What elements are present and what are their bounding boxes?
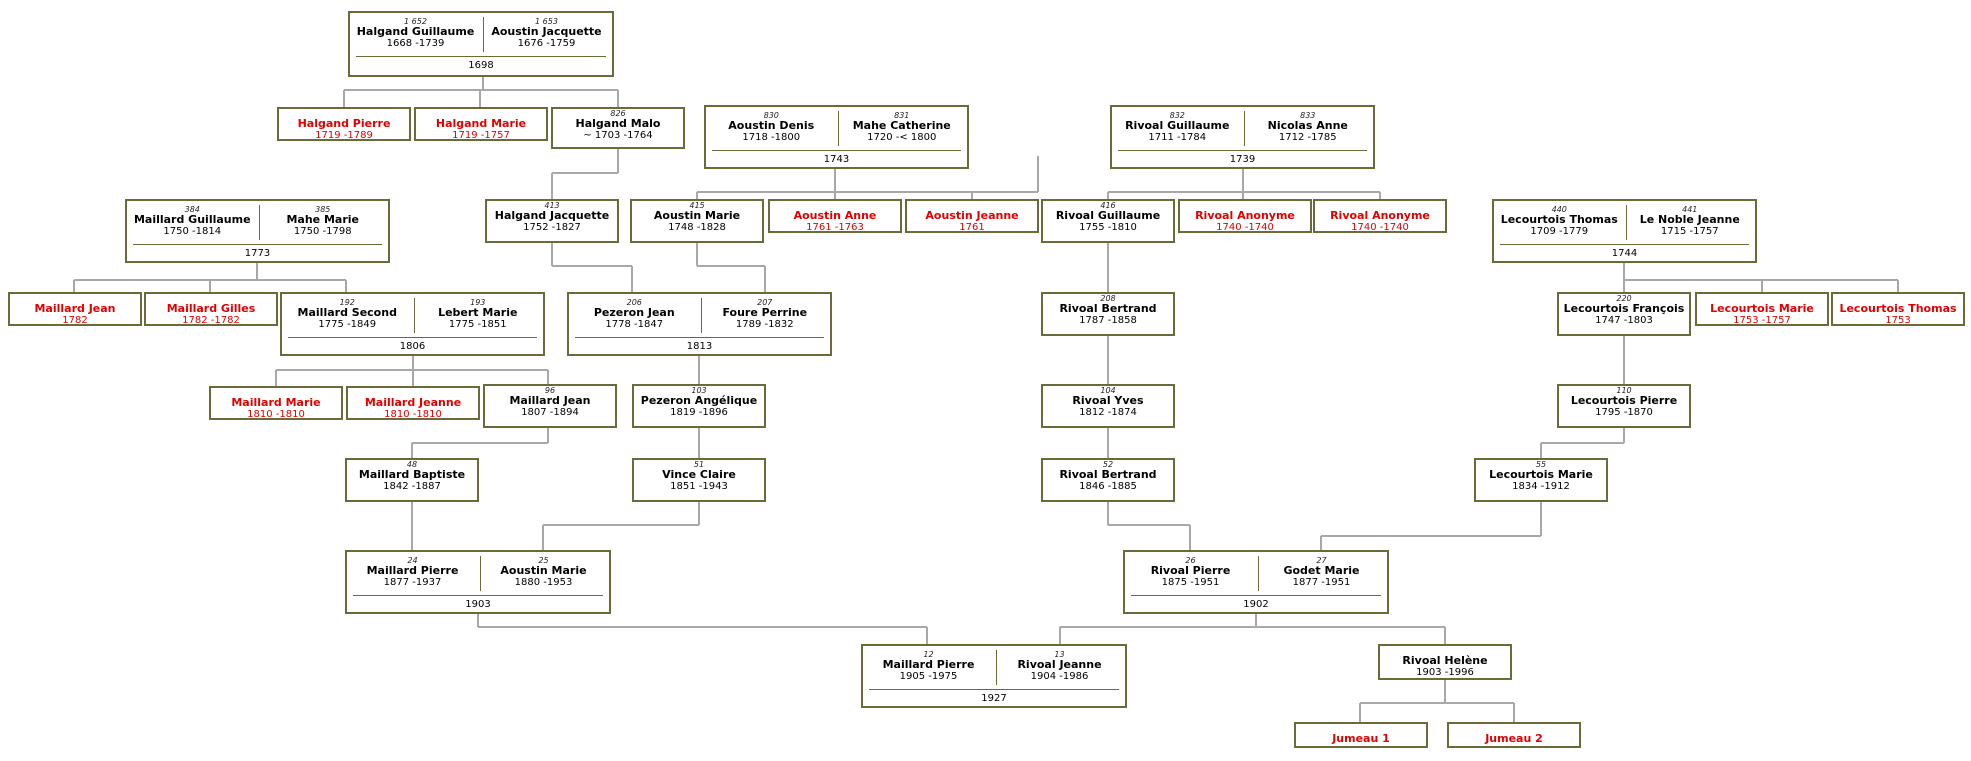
couple-divider [483,17,484,52]
marriage-divider [869,689,1119,690]
marriage-year: 1744 [1611,248,1638,259]
couple-divider [996,650,997,685]
marriage-year: 1927 [981,693,1007,704]
marriage-year: 1698 [468,60,494,71]
couple-divider [1626,205,1627,240]
marriage-year: 1806 [399,341,426,352]
marriage-year: 1902 [1243,599,1269,610]
marriage-year: 1813 [686,341,713,352]
couple-divider [1244,111,1245,146]
marriage-divider [288,337,537,338]
marriage-divider [353,595,603,596]
marriage-year: 1739 [1229,154,1256,165]
couple-divider [259,205,260,240]
couple-divider [701,298,702,333]
marriage-divider [133,244,382,245]
couple-divider [480,556,481,591]
marriage-divider [575,337,824,338]
marriage-divider [712,150,961,151]
marriage-divider [1500,244,1749,245]
marriage-year: 1773 [244,248,271,259]
marriage-year: 1903 [465,599,491,610]
marriage-divider [1131,595,1381,596]
couple-divider [838,111,839,146]
couple-divider [414,298,415,333]
person-jumeau-2[interactable]: Jumeau 2 [1447,722,1581,748]
marriage-divider [356,56,606,57]
person-jumeau-1[interactable]: Jumeau 1 [1294,722,1428,748]
marriage-year: 1743 [823,154,850,165]
marriage-divider [1118,150,1367,151]
couple-divider [1258,556,1259,591]
